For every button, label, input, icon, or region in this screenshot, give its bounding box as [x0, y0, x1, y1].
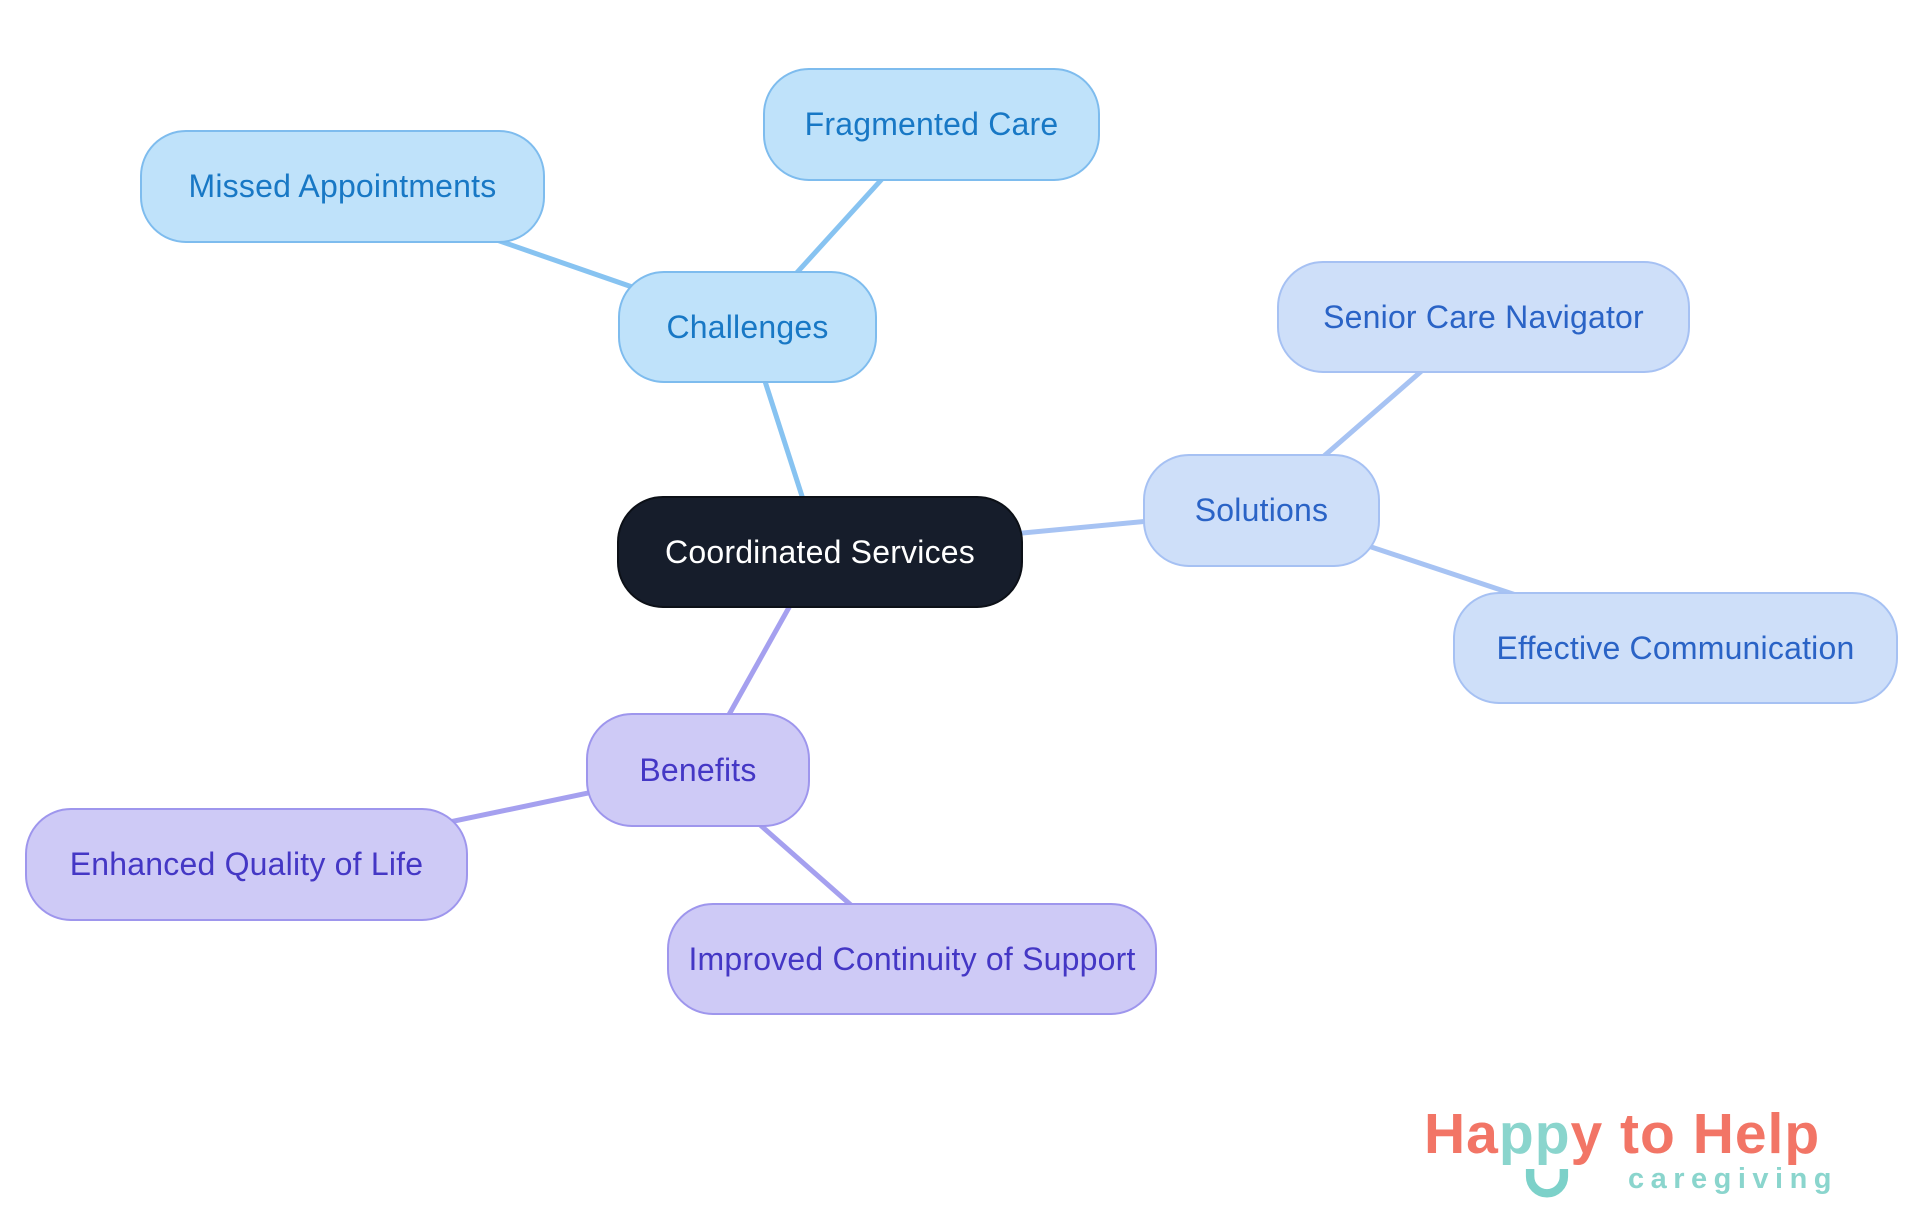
node-solutions: Solutions	[1143, 454, 1380, 567]
node-label: Challenges	[666, 308, 829, 345]
node-senior-care-navigator: Senior Care Navigator	[1277, 261, 1690, 373]
node-fragmented-care: Fragmented Care	[763, 68, 1100, 181]
logo-word-segment: y to Help	[1570, 1102, 1821, 1166]
node-label: Improved Continuity of Support	[688, 940, 1136, 977]
node-label: Solutions	[1194, 492, 1329, 528]
node-enhanced-quality-of-life: Enhanced Quality of Life	[25, 808, 468, 921]
node-label: Enhanced Quality of Life	[69, 846, 424, 882]
logo-word-segment: pp	[1498, 1102, 1571, 1166]
node-label: Senior Care Navigator	[1323, 298, 1644, 335]
logo-word-segment: Ha	[1424, 1102, 1499, 1166]
logo-wordmark: Happy to Help	[1424, 1106, 1820, 1163]
node-challenges: Challenges	[618, 271, 877, 383]
node-label: Effective Communication	[1496, 629, 1855, 666]
logo-tagline: caregiving	[1627, 1163, 1838, 1195]
node-label: Benefits	[639, 751, 757, 788]
brand-logo: Happy to Help caregiving	[1424, 1106, 1884, 1201]
node-missed-appointments: Missed Appointments	[140, 130, 545, 243]
node-label: Missed Appointments	[188, 168, 497, 204]
node-benefits: Benefits	[586, 713, 810, 827]
node-effective-communication: Effective Communication	[1453, 592, 1898, 704]
smile-icon	[1525, 1168, 1569, 1198]
node-central: Coordinated Services	[617, 496, 1023, 608]
node-label: Coordinated Services	[665, 533, 975, 570]
node-improved-continuity-of-support: Improved Continuity of Support	[667, 903, 1157, 1015]
node-label: Fragmented Care	[804, 106, 1059, 142]
